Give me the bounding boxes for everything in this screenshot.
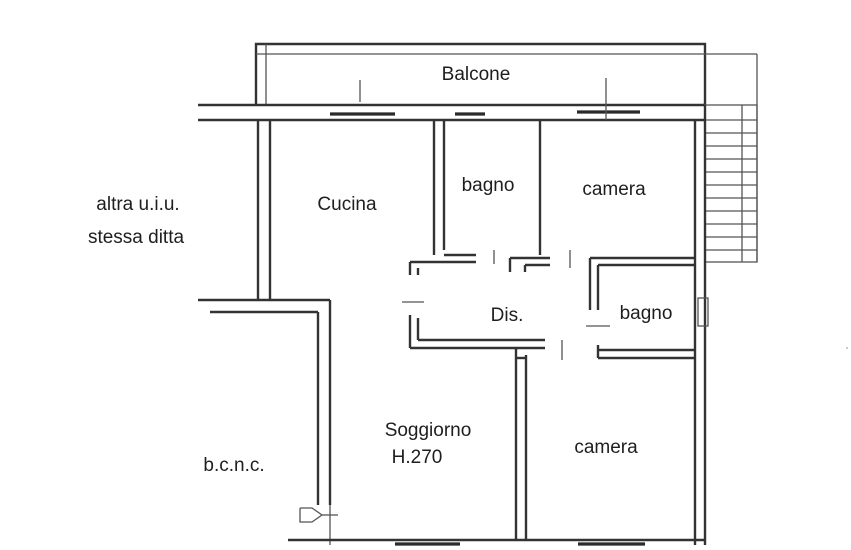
living-camera-wall bbox=[514, 348, 528, 540]
label-height: H.270 bbox=[392, 447, 443, 468]
label-camera-bottom: camera bbox=[574, 437, 638, 458]
label-altra-line2: stessa ditta bbox=[88, 227, 185, 248]
top-exterior-wall bbox=[198, 78, 705, 122]
label-bagno-top: bagno bbox=[462, 175, 515, 196]
label-soggiorno: Soggiorno bbox=[385, 420, 472, 441]
entrance-door-icon bbox=[299, 505, 338, 545]
label-balcone: Balcone bbox=[442, 64, 511, 85]
room-labels: Balcone Cucina bagno camera Dis. bagno S… bbox=[88, 64, 672, 476]
label-dis: Dis. bbox=[491, 305, 524, 326]
bathroom-right-walls bbox=[586, 258, 695, 360]
staircase bbox=[704, 104, 758, 263]
label-camera-top: camera bbox=[582, 179, 646, 200]
kitchen-left-wall bbox=[198, 120, 332, 505]
right-exterior-wall bbox=[693, 105, 709, 545]
label-bagno-right: bagno bbox=[620, 303, 673, 324]
camera-top-walls bbox=[508, 250, 695, 272]
bathroom-top-walls bbox=[408, 120, 542, 275]
label-cucina: Cucina bbox=[317, 194, 377, 215]
hallway-walls bbox=[402, 301, 563, 360]
label-bcnc: b.c.n.c. bbox=[203, 455, 264, 476]
stray-mark bbox=[846, 347, 848, 349]
label-altra-line1: altra u.i.u. bbox=[96, 194, 179, 215]
bottom-exterior-wall bbox=[288, 538, 705, 546]
